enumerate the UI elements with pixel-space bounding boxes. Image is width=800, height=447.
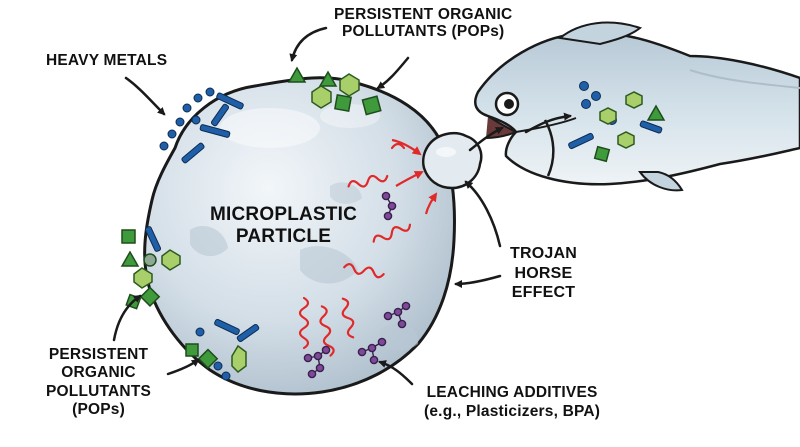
label-trojan-line1: TROJAN xyxy=(510,245,577,262)
heavy-metal-dot xyxy=(213,361,223,371)
pop-hexagon xyxy=(231,344,247,373)
additive-molecules xyxy=(303,191,411,379)
additive-molecule xyxy=(383,301,411,329)
leaching-wave xyxy=(341,297,355,339)
arrow-pops-left xyxy=(112,294,142,342)
microplastic-fragment xyxy=(421,132,483,190)
arrow-heavy-metals xyxy=(124,76,166,116)
label-leaching: LEACHING ADDITIVES (e.g., Plasticizers, … xyxy=(424,384,600,421)
leaching-wave xyxy=(372,223,412,243)
label-pops-top: PERSISTENT ORGANIC POLLUTANTS (POPs) xyxy=(334,6,512,41)
pop-triangle xyxy=(318,70,338,87)
leaching-wave xyxy=(343,263,385,279)
heavy-metal-rod xyxy=(210,103,230,127)
microplastic-particle xyxy=(143,76,456,396)
label-trojan-line3: EFFECT xyxy=(511,284,576,302)
label-pops-left-line3: POLLUTANTS xyxy=(46,382,152,400)
label-particle-line2: PARTICLE xyxy=(235,226,332,248)
red-arrow xyxy=(395,171,424,187)
pointer-arrows xyxy=(112,26,572,386)
pop-square xyxy=(121,229,136,244)
additive-molecule xyxy=(357,337,387,365)
label-heavy-metals: HEAVY METALS xyxy=(46,52,167,69)
label-leaching-line2: (e.g., Plasticizers, BPA) xyxy=(424,402,601,420)
pop-hexagon xyxy=(625,91,643,109)
heavy-metal-dot xyxy=(191,115,201,125)
arrow-pops-top-2 xyxy=(376,56,410,90)
red-arrow xyxy=(391,138,422,156)
heavy-metal-dot xyxy=(221,371,231,381)
additive-molecule xyxy=(381,191,397,221)
heavy-metal-rod xyxy=(568,132,594,150)
label-trojan: TROJAN HORSE EFFECT xyxy=(510,244,577,303)
heavy-metal-dot xyxy=(167,129,177,139)
arrow-into-fish xyxy=(524,112,572,134)
arrow-trojan xyxy=(464,180,502,248)
arrow-pops-top xyxy=(289,26,328,62)
pop-hexagon xyxy=(161,249,181,271)
label-leaching-line1: LEACHING ADDITIVES xyxy=(426,384,598,401)
red-arrow xyxy=(424,192,438,215)
pops-top-cluster xyxy=(287,66,382,116)
heavy-metal-rod xyxy=(199,124,231,138)
label-pops-left-line2: ORGANIC xyxy=(61,364,136,382)
heavy-metal-dot xyxy=(193,93,203,103)
pop-square xyxy=(139,286,161,307)
label-pops-left-line1: PERSISTENT xyxy=(48,346,149,363)
leaching-waves xyxy=(298,142,412,357)
heavy-metal-rod xyxy=(144,226,162,252)
label-pops-left-line4: (POPs) xyxy=(72,400,125,418)
label-heavy-metals-text: HEAVY METALS xyxy=(46,52,168,69)
heavy-metal-dot xyxy=(205,87,215,97)
heavy-metal-dot xyxy=(195,327,205,337)
heavy-metal-rod xyxy=(181,142,205,164)
leaching-wave xyxy=(298,296,310,350)
pop-hexagon xyxy=(133,267,153,289)
leaching-wave xyxy=(319,305,335,357)
arrow-leaching xyxy=(378,360,414,386)
pop-hexagon xyxy=(617,131,635,149)
pop-triangle xyxy=(287,66,307,83)
heavy-metal-rod xyxy=(214,318,240,336)
pop-square xyxy=(197,348,219,369)
arrow-pops-left-2 xyxy=(166,358,200,376)
fish xyxy=(474,21,800,192)
heavy-metal-dot xyxy=(579,81,589,91)
heavy-metals-cluster xyxy=(144,87,260,381)
red-arrows xyxy=(391,138,438,215)
label-pops-top-line2: POLLUTANTS (POPs) xyxy=(342,23,505,41)
pop-triangle xyxy=(646,104,666,121)
label-pops-left: PERSISTENT ORGANIC POLLUTANTS (POPs) xyxy=(46,346,151,419)
heavy-metal-dot xyxy=(159,141,169,151)
heavy-metal-dot xyxy=(581,99,591,109)
pop-square xyxy=(361,95,382,116)
heavy-metal-rod xyxy=(639,120,663,134)
arrow-ingestion xyxy=(468,126,504,152)
label-trojan-line2: HORSE xyxy=(514,264,573,282)
leaching-wave xyxy=(347,174,389,188)
label-particle: MICROPLASTIC PARTICLE xyxy=(210,204,357,249)
pop-circle xyxy=(143,253,157,267)
label-pops-top-line1: PERSISTENT ORGANIC xyxy=(334,6,513,23)
pop-triangle xyxy=(120,250,140,267)
heavy-metal-rod xyxy=(236,323,260,343)
pop-square xyxy=(593,145,611,163)
heavy-metal-dot xyxy=(591,91,601,101)
heavy-metal-dot xyxy=(182,103,192,113)
label-particle-line1: MICROPLASTIC xyxy=(210,204,358,225)
heavy-metal-rod xyxy=(216,92,244,110)
additive-molecule xyxy=(303,345,331,379)
pop-hexagon xyxy=(311,85,332,109)
pop-square xyxy=(334,94,352,112)
pop-hexagon xyxy=(599,107,617,125)
leaching-wave xyxy=(390,142,406,150)
heavy-metal-dot xyxy=(175,117,185,127)
pop-hexagon xyxy=(339,73,360,97)
arrow-trojan-2 xyxy=(454,274,502,288)
pop-square xyxy=(185,343,199,357)
